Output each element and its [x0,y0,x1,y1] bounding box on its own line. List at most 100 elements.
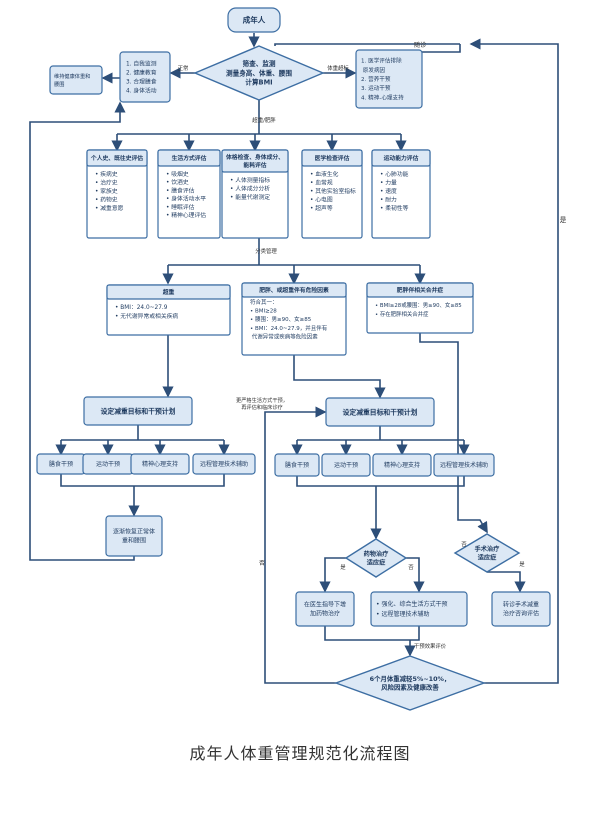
left-care-box-shape [119,51,171,103]
drug-box-shape [295,591,355,627]
connector [264,406,336,684]
right-mental-box-shape [372,453,432,477]
recover-box-shape [105,515,163,557]
category-overweight: 超重 • BMI：24.0~27.9• 无代谢异常或相关疾病 [106,284,231,336]
life-box-text: • 强化、综合生活方式干预• 远程管理技术辅助 [376,600,447,618]
drug-diamond: 药物治疗适应症 [344,538,408,578]
surgery-diamond-shape [453,533,521,573]
final-diamond: 6个月体重减轻5%~10%，风险因素及健康改善 [333,655,487,711]
recover-box-text: 逐渐恢复正常体重和腰围 [113,528,155,545]
surgery-box-text: 转诊手术减重治疗咨询评估 [503,601,539,618]
connector [60,474,225,487]
right-care-box-shape [355,49,423,109]
screening-diamond: 筛查、监测测量身高、体重、腰围计算BMI [193,45,325,101]
eval-lifestyle-title: 生活方式评估 [172,154,207,162]
label-normal: 正常 [178,64,189,72]
right-diet-box: 膳食干预 [274,453,320,477]
label-no-left: 否 [259,560,265,567]
connector [422,44,461,53]
label-over-limit: 体重超标 [327,64,349,72]
left-mental-box: 精神心理支持 [130,453,190,475]
category-obese-items: 符合其一：• BMI≥28• 腰围：男≥90、女≥85• BMI：24.0~27… [250,298,328,340]
life-box-shape [370,591,468,627]
label-stratify: 分类管理 [255,247,277,255]
left-diet-box-text: 膳食干预 [49,460,73,468]
drug-diamond-text: 药物治疗适应症 [364,550,390,567]
life-box: • 强化、综合生活方式干预• 远程管理技术辅助 [370,591,468,627]
recover-box: 逐渐恢复正常体重和腰围 [105,515,163,557]
label-refer: 随诊 [414,41,427,49]
label-yes: 是 [340,564,346,571]
figure-caption: 成年人体重管理规范化流程图 [189,744,411,763]
connector [487,571,526,593]
eval-history-items: • 疾病史• 治疗史• 家族史• 药物史• 减重意愿 [95,170,124,212]
right-remote-box: 远程管理技术辅助 [433,453,495,477]
left-mental-box-shape [130,453,190,475]
final-diamond-text: 6个月体重减轻5%~10%，风险因素及健康改善 [370,674,451,692]
label-effect-eval: 干预效果评价 [414,642,447,650]
label-no-right: 否 [461,541,467,548]
eval-physical-header [221,149,289,173]
category-comorbid-title: 肥胖伴相关合并症 [396,286,444,294]
start-node-text: 成年人 [243,15,266,25]
connector [324,626,420,641]
eval-medical-header [301,149,363,167]
connector [469,38,559,684]
left-mental-box-text: 精神心理支持 [142,460,178,468]
category-obese-title: 肥胖、或超重伴有危险因素 [258,286,329,294]
plan-left-box: 设定减重目标和干预计划 [83,396,193,426]
eval-fitness-header [371,149,431,167]
category-overweight-header [106,284,231,300]
label-overweight-obese: 超重/肥胖 [252,116,276,124]
plan-right-box: 设定减重目标和干预计划 [325,397,435,427]
right-mental-box-text: 精神心理支持 [384,461,420,469]
connector [419,333,488,534]
drug-diamond-shape [344,538,408,578]
label-no: 否 [408,564,414,571]
eval-medical-title: 医学检查评估 [315,154,350,162]
eval-medical-items: • 血液生化• 血常规• 其他实验室指标• 心电图• 超声等 [310,170,356,212]
eval-physical-title: 体格检查、身体成分、能耗评估 [226,153,284,169]
left-remote-box: 远程管理技术辅助 [192,453,256,475]
category-overweight-items: • BMI：24.0~27.9• 无代谢异常或相关疾病 [115,305,178,320]
label-yes-right: 是 [519,561,525,568]
plan-right-box-text: 设定减重目标和干预计划 [343,407,418,416]
left-exercise-box: 运动干预 [82,453,134,475]
start-node-shape [227,7,281,33]
category-overweight-title: 超重 [162,288,175,296]
left-exercise-box-text: 运动干预 [96,460,120,468]
right-remote-box-text: 远程管理技术辅助 [440,461,488,469]
surgery-diamond: 手术治疗适应症 [453,533,521,573]
eval-medical: 医学检查评估 • 血液生化• 血常规• 其他实验室指标• 心电图• 超声等 [301,149,363,239]
connector [293,355,386,399]
surgery-box: 转诊手术减重治疗咨询评估 [491,591,551,627]
screening-diamond-text: 筛查、监测测量身高、体重、腰围计算BMI [226,59,292,86]
left-remote-box-shape [192,453,256,475]
eval-fitness: 运动能力评估• 心肺功能• 力量• 速度• 耐力• 柔韧性等 [371,149,431,239]
eval-physical-items: • 人体测量指标• 人体成分分析• 能量代谢测定 [230,176,270,201]
right-diet-box-shape [274,453,320,477]
category-comorbid: 肥胖伴相关合并症• BMI≥28或腰围：男≥90、女≥85• 存在肥胖相关合并症 [366,282,474,334]
eval-history: 个人史、既往史评估 • 疾病史• 治疗史• 家族史• 药物史• 减重意愿 [86,149,148,239]
drug-box: 在医生指导下增加药物治疗 [295,591,355,627]
right-remote-box-shape [433,453,495,477]
eval-physical: 体格检查、身体成分、能耗评估 • 人体测量指标• 人体成分分析• 能量代谢测定 [221,149,289,239]
eval-history-title: 个人史、既往史评估 [90,154,143,162]
left-remote-box-text: 远程管理技术辅助 [200,460,248,468]
category-obese-header [241,282,347,298]
label-stricter: 更严格生活方式干预，再评估和临床诊疗 [236,396,288,411]
right-diet-box-text: 膳食干预 [285,461,309,469]
plan-left-box-text: 设定减重目标和干预计划 [101,406,176,415]
eval-lifestyle: 生活方式评估• 吸烟史• 饮酒史• 膳食评估• 身体活动水平• 睡眠评估• 精神… [157,149,221,239]
maintain-box-shape [49,65,103,95]
surgery-diamond-text: 手术治疗适应症 [475,545,501,562]
connector [29,101,135,561]
maintain-box: 维持健康体重和腰围 [49,65,103,95]
right-mental-box: 精神心理支持 [372,453,432,477]
